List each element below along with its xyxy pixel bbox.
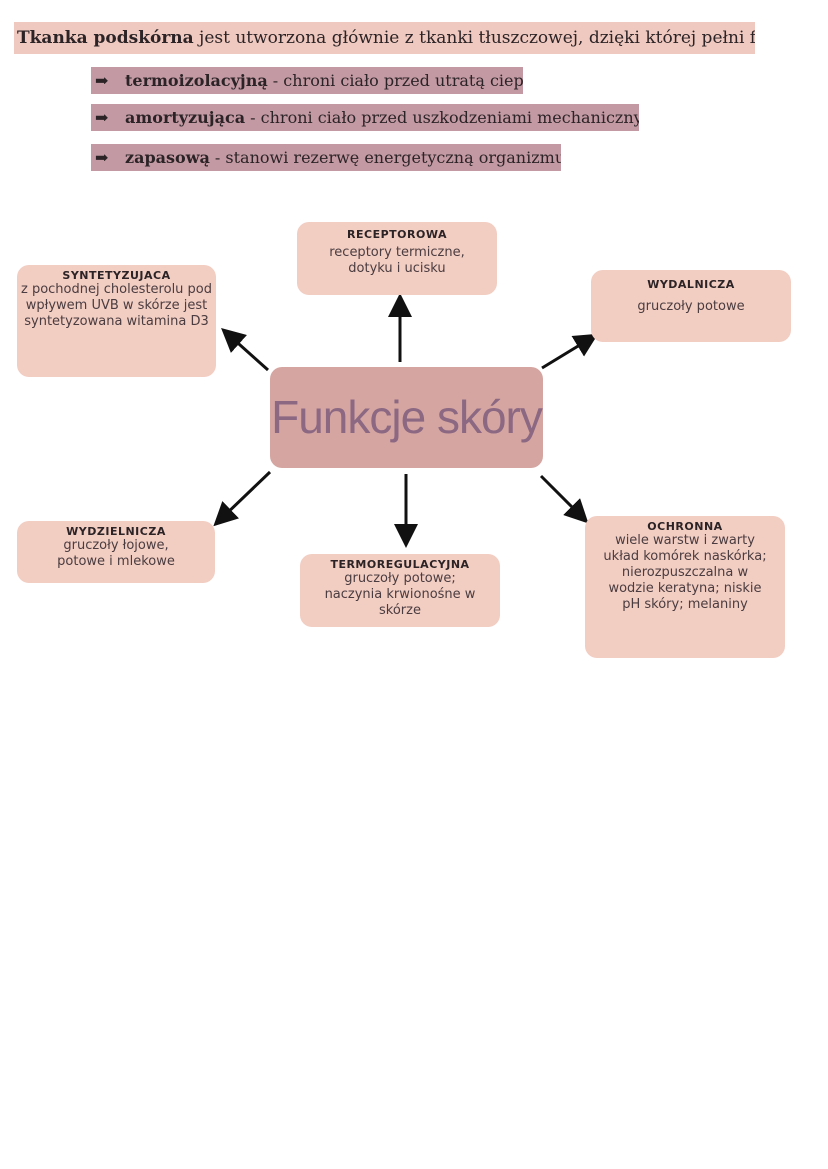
node-title: Ochronna bbox=[647, 520, 723, 533]
node-desc: gruczoły potowe bbox=[637, 299, 745, 314]
function-row-amortyzujaca: ➡ amortyzująca - chroni ciało przed uszko… bbox=[91, 104, 639, 131]
node-title: Termoregulacyjna bbox=[330, 558, 470, 571]
node-wydzielnicza: Wydzielnicza gruczoły łojowe, potowe i m… bbox=[17, 521, 215, 583]
arrow-right-icon: ➡ bbox=[95, 148, 109, 167]
node-title: Wydalnicza bbox=[647, 278, 735, 291]
node-desc: receptory termiczne, dotyku i ucisku bbox=[329, 245, 465, 276]
arrow-right-icon: ➡ bbox=[95, 108, 109, 127]
function-desc: - chroni ciało przed uszkodzeniami mecha… bbox=[245, 108, 639, 127]
function-desc: - chroni ciało przed utratą ciepła; bbox=[267, 71, 523, 90]
intro-rest: jest utworzona głównie z tkanki tłuszczo… bbox=[199, 28, 755, 48]
node-title: Syntetyzujaca bbox=[62, 269, 171, 282]
arrow-right-icon: ➡ bbox=[95, 71, 109, 90]
node-desc: z pochodnej cholesterolu pod wpływem UVB… bbox=[21, 282, 213, 329]
arrow-to-wydalnicza bbox=[541, 333, 599, 370]
function-term: termoizolacyjną bbox=[125, 71, 268, 90]
arrow-to-ochronna bbox=[539, 474, 589, 524]
function-term: zapasową bbox=[125, 148, 210, 167]
node-title: Wydzielnicza bbox=[66, 525, 166, 538]
function-term: amortyzująca bbox=[125, 108, 246, 127]
diagram-center-title: Funkcje skóry bbox=[270, 367, 543, 468]
intro-line: Tkanka podskórna jest utworzona głównie … bbox=[14, 22, 755, 54]
arrow-to-wydzielnicza bbox=[213, 470, 272, 527]
node-desc: gruczoły łojowe, potowe i mlekowe bbox=[57, 538, 175, 569]
node-desc: gruczoły potowe; naczynia krwionośne w s… bbox=[324, 571, 476, 618]
intro-bold: Tkanka podskórna bbox=[17, 28, 194, 48]
arrow-to-syntetyzujaca bbox=[221, 327, 270, 372]
node-wydalnicza: Wydalnicza gruczoły potowe bbox=[591, 270, 791, 342]
function-row-zapasowa: ➡ zapasową - stanowi rezerwę energetyczną… bbox=[91, 144, 561, 171]
node-title: Receptorowa bbox=[347, 228, 447, 241]
node-ochronna: Ochronna wiele warstw i zwarty układ kom… bbox=[585, 516, 785, 658]
node-termoregulacyjna: Termoregulacyjna gruczoły potowe; naczyn… bbox=[300, 554, 500, 627]
node-syntetyzujaca: Syntetyzujaca z pochodnej cholesterolu p… bbox=[17, 265, 216, 377]
function-desc: - stanowi rezerwę energetyczną organizmu… bbox=[209, 148, 561, 167]
node-receptorowa: Receptorowa receptory termiczne, dotyku … bbox=[297, 222, 497, 295]
function-row-termoizolacyjna: ➡ termoizolacyjną - chroni ciało przed ut… bbox=[91, 67, 523, 94]
node-desc: wiele warstw i zwarty układ komórek nask… bbox=[603, 533, 767, 612]
